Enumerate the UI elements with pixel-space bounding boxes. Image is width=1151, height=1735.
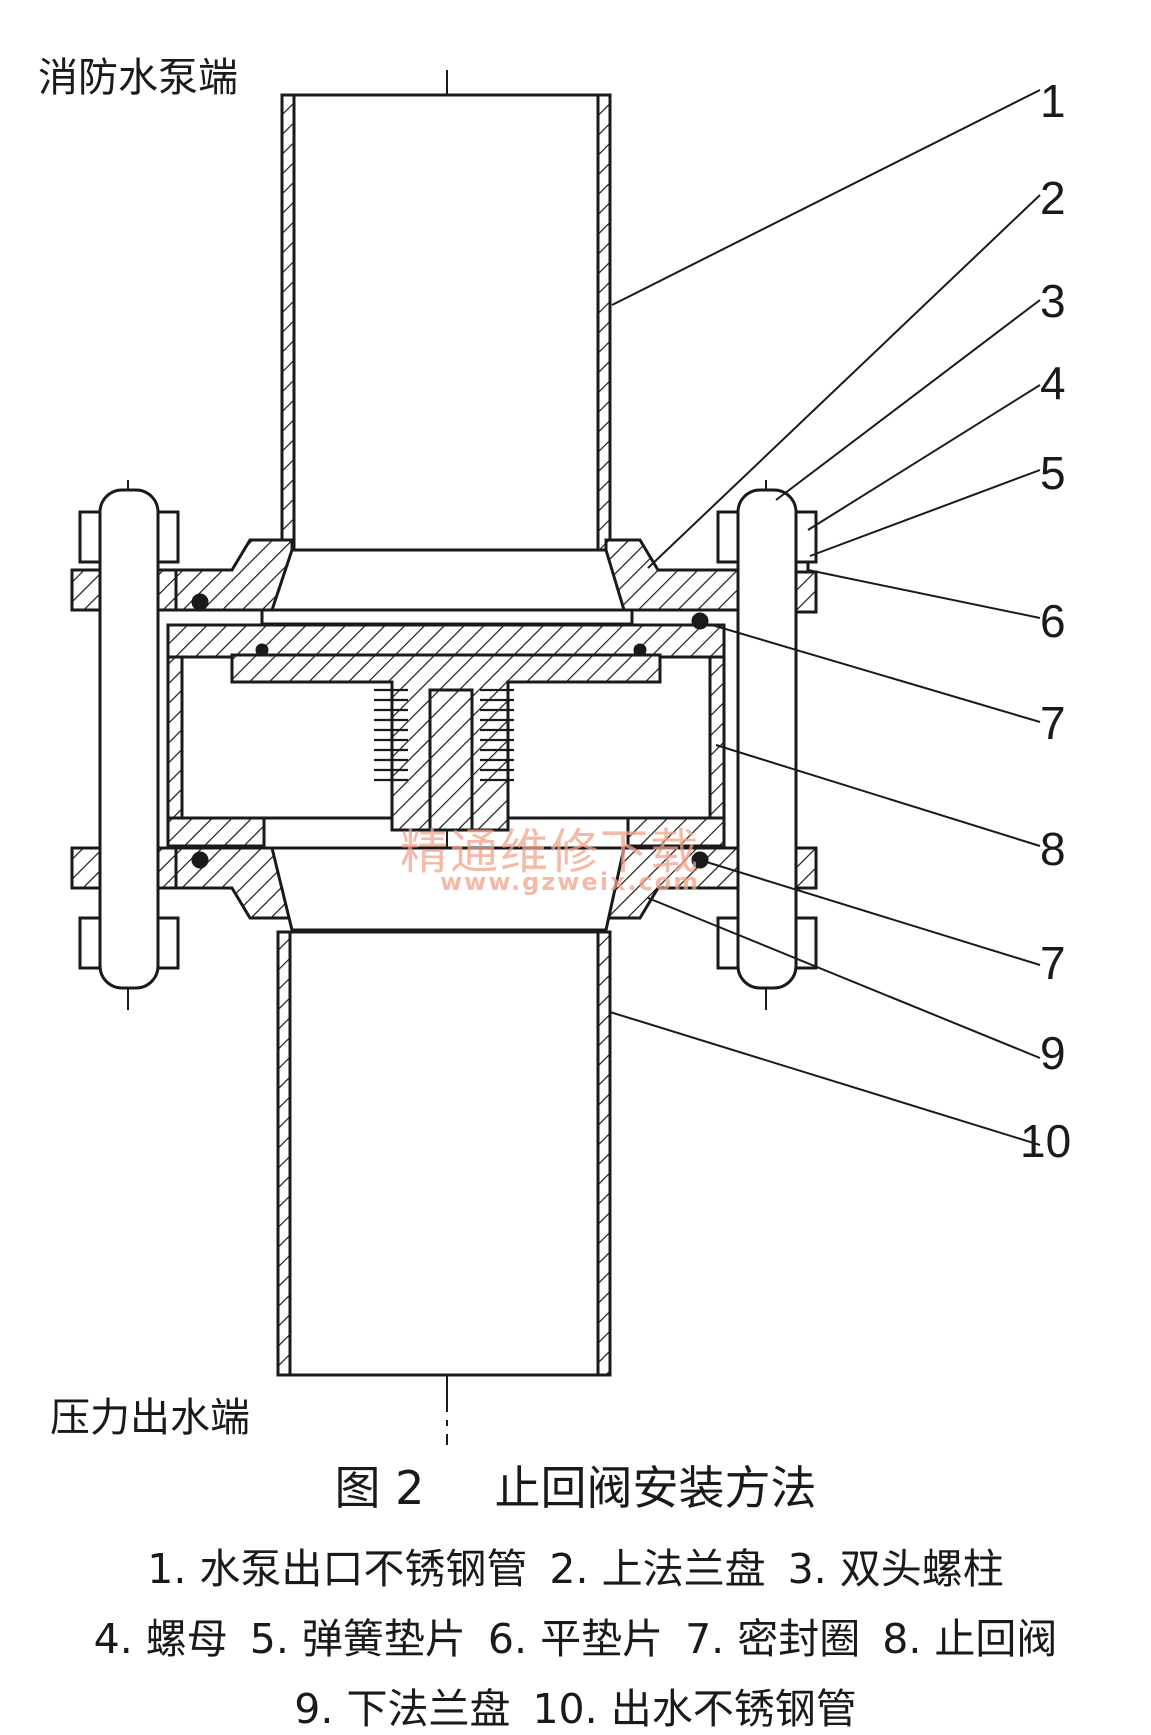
pump-end-label: 消防水泵端 — [38, 55, 238, 101]
callout-9: 9 — [1040, 1027, 1066, 1079]
pump-outlet-pipe — [280, 93, 612, 552]
callout-7a: 7 — [1040, 697, 1066, 749]
outlet-pipe — [276, 930, 612, 1377]
callout-5: 5 — [1040, 447, 1066, 499]
legend-item-7: 7. 密封圈 — [685, 1615, 861, 1663]
upper-flange-bore — [269, 548, 627, 612]
pressure-outlet-label: 压力出水端 — [50, 1395, 250, 1441]
callout-4: 4 — [1040, 357, 1066, 409]
leader-lines — [609, 89, 1041, 1146]
callout-3: 3 — [1040, 275, 1066, 327]
figure-caption: 图 2 止回阀安装方法 — [0, 1452, 1151, 1518]
watermark-url: www.gzweix.com — [440, 868, 701, 896]
callout-2: 2 — [1040, 172, 1066, 224]
left-bolt — [70, 480, 180, 1010]
legend-item-5: 5. 弹簧垫片 — [249, 1615, 466, 1663]
legend-item-9: 9. 下法兰盘 — [294, 1685, 511, 1733]
legend-item-10: 10. 出水不锈钢管 — [532, 1685, 857, 1733]
watermark-text: 精通维修下载 — [400, 824, 701, 880]
spring-right — [480, 688, 514, 782]
seal-rings — [191, 593, 709, 869]
callout-10: 10 — [1020, 1115, 1072, 1167]
callout-8: 8 — [1040, 823, 1066, 875]
legend-item-1: 1. 水泵出口不锈钢管 — [147, 1545, 528, 1593]
legend-item-2: 2. 上法兰盘 — [549, 1545, 766, 1593]
callout-7b: 7 — [1040, 937, 1066, 989]
legend-item-6: 6. 平垫片 — [487, 1615, 664, 1663]
legend-item-4: 4. 螺母 — [93, 1615, 228, 1663]
legend-item-8: 8. 止回阀 — [882, 1615, 1058, 1663]
right-bolt — [716, 480, 818, 1010]
spring-left — [374, 688, 408, 782]
legend-line-3: 9. 下法兰盘 10. 出水不锈钢管 — [0, 1675, 1151, 1735]
figure-number: 图 2 — [334, 1461, 425, 1515]
legend-line-2: 4. 螺母 5. 弹簧垫片 6. 平垫片 7. 密封圈 8. 止回阀 — [0, 1605, 1151, 1665]
lower-flange-bore — [270, 846, 626, 932]
legend-line-1: 1. 水泵出口不锈钢管 2. 上法兰盘 3. 双头螺柱 — [0, 1535, 1151, 1595]
callout-1: 1 — [1040, 75, 1066, 127]
legend-item-3: 3. 双头螺柱 — [787, 1545, 1004, 1593]
callout-6: 6 — [1040, 595, 1066, 647]
figure-title: 止回阀安装方法 — [494, 1461, 817, 1515]
